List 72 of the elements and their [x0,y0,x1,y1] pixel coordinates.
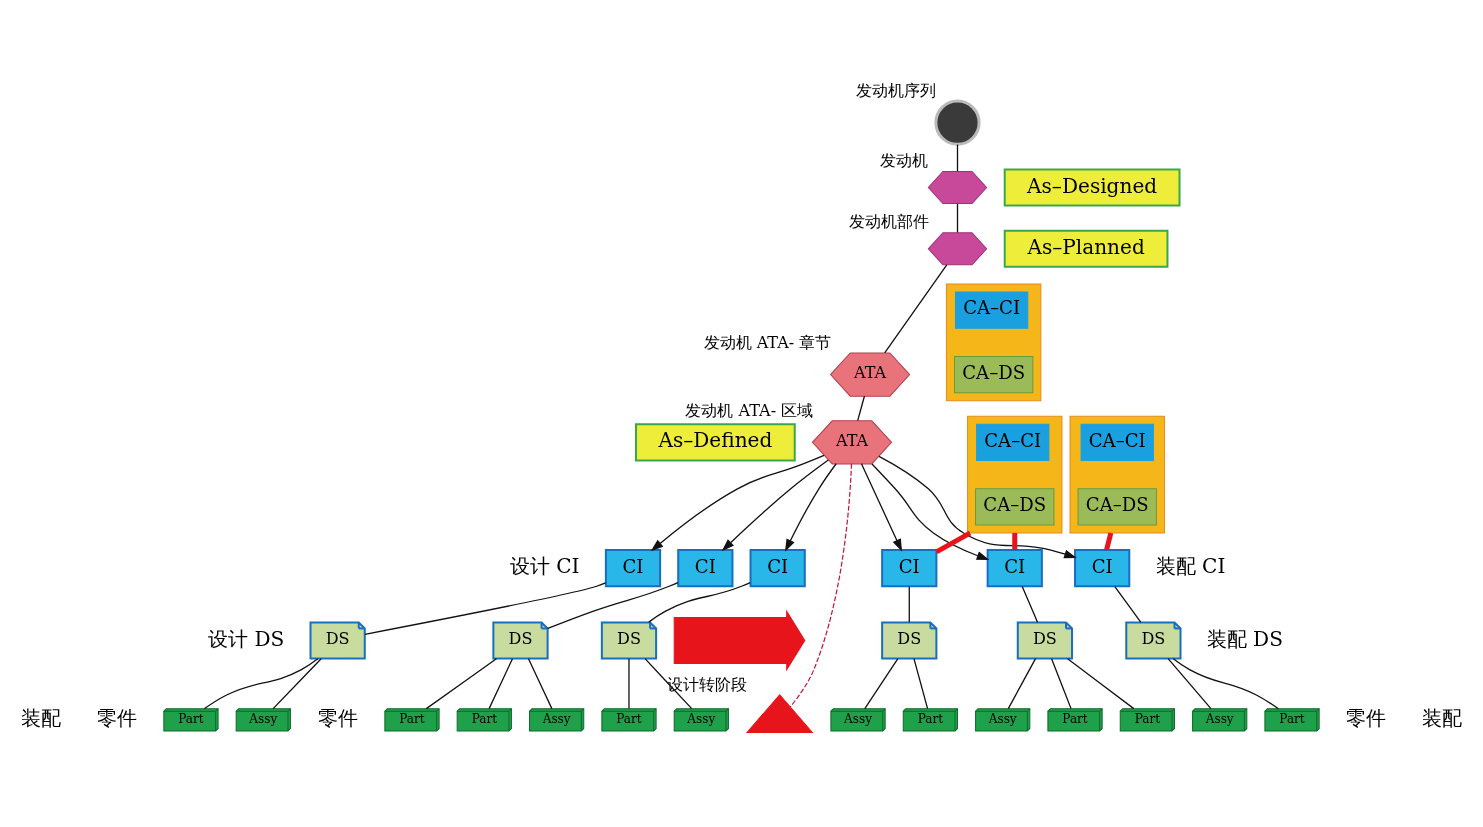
node-box: CA–DS [954,355,1034,393]
node-label: 发动机 ATA- 区域 [685,400,814,420]
node-label: 发动机 [880,150,929,170]
arrow [878,455,1077,558]
node-box: CA–DS [1077,487,1157,525]
connector [272,657,322,709]
connector [857,394,866,421]
node-box: CA–CI [976,423,1050,461]
connector [884,263,948,354]
connector [1067,657,1135,709]
connector [1104,531,1114,550]
connector [527,657,553,709]
arrow [721,458,829,551]
node-box: CI [986,548,1043,587]
node-label: 发动机序列 [856,80,937,100]
connector [648,581,751,623]
connector [547,581,679,629]
node-hexagon [927,231,988,265]
connector [364,581,607,635]
connector [1012,532,1018,550]
label: 零件 [1346,705,1387,730]
cluster [945,282,1042,401]
connector [908,585,910,623]
connector [1114,585,1142,623]
node-label: 发动机部件 [848,211,929,231]
arrow [871,462,990,560]
node-label: 发动机 ATA- 章节 [703,332,832,352]
label: 装配 DS [1206,626,1283,651]
node-label: 设计转阶段 [667,674,748,694]
connector [956,202,959,233]
connector [203,657,319,709]
node-box: CA–CI [955,291,1029,329]
connector [956,143,959,172]
label: 装配 CI [1155,553,1226,578]
node-box: As–Defined [635,422,796,461]
node-box: CA–CI [1080,423,1154,461]
connector [789,462,853,707]
node-circle [934,99,981,146]
connector [644,657,693,709]
node-box: CI [749,548,806,587]
label: 装配 [21,705,62,730]
connector [1172,657,1280,709]
label: 零件 [317,705,358,730]
arrow [860,462,903,552]
node-triangle [746,693,813,733]
label: 设计 DS [208,626,285,651]
cluster [967,415,1063,533]
node-box: CI [1074,548,1131,587]
arrow [784,462,837,552]
node-box: CI [677,548,734,587]
node-box: As–Designed [1003,167,1181,207]
arrow [650,454,825,551]
node-box: CI [881,548,938,587]
connector [425,657,498,709]
label: 装配 [1421,705,1462,730]
label: 零件 [96,705,137,730]
node-box: CA–DS [975,487,1055,525]
node-arrow [673,610,806,670]
connector [864,657,899,709]
connector [913,657,929,709]
connector [935,530,972,554]
connector [1167,657,1212,709]
connector [1021,585,1039,623]
connector [628,657,630,709]
connector [1007,657,1037,709]
cluster [1069,415,1165,533]
node-box: As–Planned [1003,229,1169,268]
connector [488,657,514,709]
node-box: CI [604,548,662,587]
connector [1050,657,1072,709]
node-hexagon [927,170,988,204]
label: 设计 CI [509,553,580,578]
